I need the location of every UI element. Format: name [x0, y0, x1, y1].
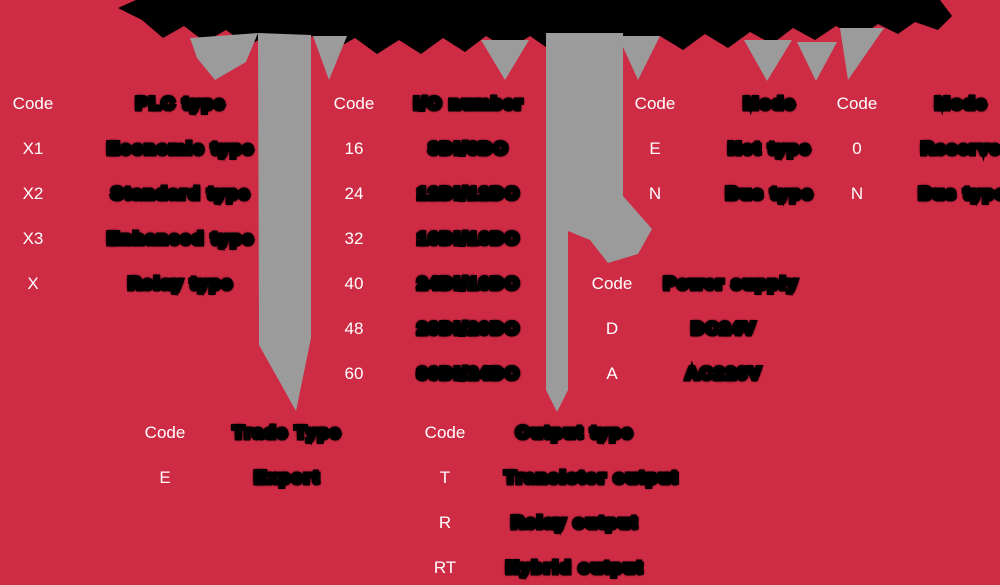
label-blob: Bus type	[724, 181, 815, 205]
code-value: 48	[344, 318, 364, 338]
mode-table-1: Code Mode E Net type N Bus type	[610, 81, 825, 216]
label-blob: Enhanced type	[105, 226, 255, 250]
code-value: X3	[22, 228, 44, 248]
code-value: A	[606, 363, 618, 383]
code-value: 32	[344, 228, 364, 248]
code-header: Code	[144, 422, 186, 442]
code-value: R	[438, 512, 452, 532]
label-blob: 28DI/20DO	[415, 316, 521, 340]
io-number-table: Code I/O number 16 8DI/8DO 24 12DI/12DO …	[320, 81, 534, 396]
label-blob: Net type	[726, 136, 812, 160]
label-blob: Relay output	[509, 510, 639, 534]
label-blob: 12DI/12DO	[415, 181, 521, 205]
code-value: X2	[22, 183, 44, 203]
label-blob: 16DI/16DO	[415, 226, 521, 250]
arrow-to-plc-type-table	[190, 33, 258, 80]
plc-type-table: Code PLC type X1 Economic type X2 Standa…	[0, 81, 276, 306]
arrow-to-output-type-and-power-supply	[546, 33, 652, 412]
label-blob: 36DI/24DO	[415, 361, 521, 385]
output-type-header-blob: Output type	[514, 420, 634, 444]
output-type-table: Code Output type T Transistor output R R…	[390, 410, 680, 585]
mode-header-blob: Mode	[741, 91, 797, 115]
code-value: 24	[344, 183, 364, 203]
arrow-to-io-header	[481, 40, 529, 80]
arrow-to-mode2-header	[840, 28, 884, 80]
code-header: Code	[591, 273, 633, 293]
arrow-to-mode1-table	[618, 36, 660, 80]
code-value: 60	[344, 363, 364, 383]
code-value: N	[648, 183, 662, 203]
code-header: Code	[836, 93, 878, 113]
label-blob: Hybrid output	[504, 555, 644, 579]
label-blob: Export	[252, 465, 321, 489]
label-blob: Economic type	[105, 136, 255, 160]
label-blob: Bus type	[917, 181, 1000, 205]
code-value: 16	[344, 138, 364, 158]
arrow-to-mode1-header	[744, 40, 792, 81]
code-header: Code	[634, 93, 676, 113]
label-blob: DC24V	[689, 316, 757, 340]
arrow-to-mode2-code	[797, 42, 837, 81]
trade-type-table: Code Trade Type E Export	[110, 410, 345, 500]
label-blob: 24DI/16DO	[415, 271, 521, 295]
code-value: 40	[344, 273, 364, 293]
trade-type-header-blob: Trade Type	[231, 420, 343, 444]
label-blob: Transistor output	[503, 465, 680, 489]
code-header: Code	[12, 93, 54, 113]
code-value: X	[27, 273, 39, 293]
code-value: E	[159, 467, 171, 487]
code-header: Code	[333, 93, 375, 113]
code-value: RT	[433, 557, 457, 577]
mode-header-blob: Mode	[933, 91, 988, 115]
label-blob: Reserve	[919, 136, 1000, 160]
mode-table-2: Code Mode 0 Reserve N Bus type	[800, 81, 1000, 216]
power-supply-table: Code Power supply D DC24V A AC220V	[560, 261, 800, 396]
plc-type-header-blob: PLC type	[134, 91, 227, 115]
code-value: E	[649, 138, 661, 158]
label-blob: Standard type	[109, 181, 251, 205]
code-value: X1	[22, 138, 44, 158]
io-number-header-blob: I/O number	[412, 91, 525, 115]
arrow-to-io-code	[313, 36, 347, 80]
code-value: T	[439, 467, 451, 487]
label-blob: Relay type	[126, 271, 234, 295]
label-blob: 8DI/8DO	[426, 136, 510, 160]
label-blob: AC220V	[683, 361, 763, 385]
code-value: 0	[852, 138, 862, 158]
arrow-to-trade-type-table	[258, 33, 311, 411]
code-value: N	[850, 183, 864, 203]
code-header: Code	[424, 422, 466, 442]
power-supply-header-blob: Power supply	[662, 271, 800, 295]
code-value: D	[605, 318, 619, 338]
